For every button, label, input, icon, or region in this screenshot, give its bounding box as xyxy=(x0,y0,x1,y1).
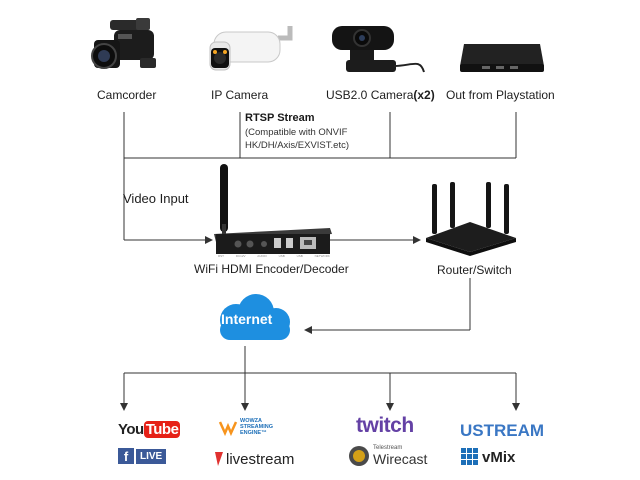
livestream-icon xyxy=(215,452,223,466)
port-label-network: NETWORK xyxy=(314,254,330,258)
vmix-text: vMix xyxy=(482,448,516,466)
camcorder-label: Camcorder xyxy=(97,88,157,102)
wirecast-icon xyxy=(349,446,369,466)
usb-camera-icon xyxy=(332,26,425,73)
ip-camera-label: IP Camera xyxy=(211,88,269,102)
port-label-rst: RST xyxy=(218,254,224,258)
video-input-label: Video Input xyxy=(123,191,189,206)
encoder-label: WiFi HDMI Encoder/Decoder xyxy=(194,262,349,276)
facebook-icon: f xyxy=(118,448,134,464)
wirecast-text: Wirecast xyxy=(373,451,428,467)
twitch-logo: twitch xyxy=(356,414,414,437)
encoder-device-icon xyxy=(214,164,332,254)
wirecast-logo: Telestream Wirecast xyxy=(348,445,427,467)
facebook-live-logo: f LIVE xyxy=(118,448,167,464)
livestream-text: livestream xyxy=(226,450,295,468)
encoder-port-labels: RST DC12V AUDIO USB USB NETWORK xyxy=(218,254,330,258)
wowza-icon xyxy=(218,421,238,436)
livestream-logo: livestream xyxy=(212,450,294,468)
port-label-dc: DC12V xyxy=(235,254,246,258)
wowza-text-3: ENGINE™ xyxy=(240,430,267,436)
usb-camera-quantity: (x2) xyxy=(413,88,435,102)
rtsp-description-line1: (Compatible with ONVIF xyxy=(245,127,348,138)
camcorder-icon xyxy=(91,18,156,69)
router-label: Router/Switch xyxy=(437,263,512,277)
vmix-logo: vMix xyxy=(461,448,515,466)
wowza-logo: WOWZA STREAMING ENGINE™ xyxy=(218,418,273,436)
usb-camera-label: USB2.0 Camera(x2) xyxy=(326,88,435,102)
rtsp-title: RTSP Stream xyxy=(245,112,315,124)
youtube-you-text: You xyxy=(118,421,144,438)
playstation-box-icon xyxy=(460,44,544,72)
live-badge: LIVE xyxy=(136,448,167,464)
youtube-tube-text: Tube xyxy=(143,421,181,438)
wowza-text-2: STREAMING xyxy=(240,424,273,430)
playstation-label: Out from Playstation xyxy=(446,88,555,102)
port-label-usb2: USB xyxy=(296,254,303,258)
vmix-icon xyxy=(461,448,478,465)
ustream-logo: USTREAM xyxy=(460,421,545,440)
port-label-audio: AUDIO xyxy=(257,254,267,258)
router-icon xyxy=(426,182,516,256)
port-label-usb1: USB xyxy=(278,254,285,258)
internet-cloud-icon xyxy=(220,294,290,340)
usb-camera-name: USB2.0 Camera xyxy=(326,88,414,102)
wowza-text-1: WOWZA xyxy=(240,418,262,424)
telestream-text: Telestream xyxy=(373,445,403,451)
rtsp-description-line2: HK/DH/Axis/EXVIST.etc) xyxy=(245,140,349,151)
ip-camera-icon xyxy=(209,26,293,71)
rtsp-description: (Compatible with ONVIF HK/DH/Axis/EXVIST… xyxy=(245,126,349,152)
internet-label: Internet xyxy=(221,311,273,327)
